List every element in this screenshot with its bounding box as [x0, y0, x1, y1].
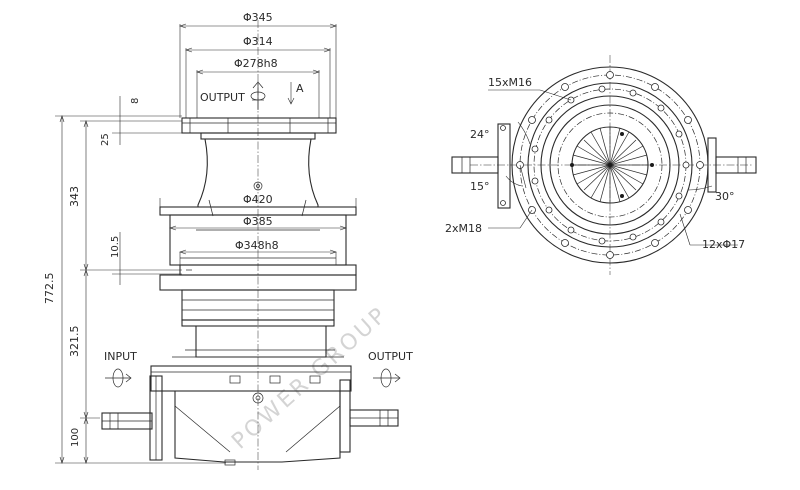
dim-278h8: Φ278h8 — [234, 57, 278, 70]
dim-100: 100 — [70, 428, 81, 447]
cone-left — [197, 138, 208, 207]
top-view: 15xM16 24° 15° 2xM18 30° 12xΦ17 — [445, 55, 757, 275]
angle-24: 24° — [470, 128, 490, 141]
dim-420: Φ420 — [243, 193, 273, 206]
side-view: Φ345 Φ314 Φ278h8 OUTPUT A Φ420 Φ385 Φ348… — [43, 11, 413, 470]
m18-hole-top — [500, 125, 506, 131]
holes-2xm18: 2xM18 — [445, 222, 482, 235]
dim-25: 25 — [100, 133, 111, 146]
dim-314: Φ314 — [243, 35, 273, 48]
left-boss — [497, 123, 511, 209]
top-left-shaft — [451, 156, 499, 174]
output-right-label: OUTPUT — [368, 350, 413, 363]
inner-bolt-holes — [531, 85, 690, 245]
dim-348h8: Φ348h8 — [235, 239, 279, 252]
dim-321-5: 321.5 — [68, 326, 81, 358]
top-right-shaft — [715, 156, 757, 174]
dim-385: Φ385 — [243, 215, 273, 228]
view-a-label: A — [296, 82, 304, 95]
vertical-dimensions — [55, 96, 226, 464]
angle-15: 15° — [470, 180, 490, 193]
input-rotation-icon — [105, 368, 132, 388]
output-rotation-icon-right — [373, 368, 401, 388]
input-label: INPUT — [104, 350, 137, 363]
dim-345: Φ345 — [243, 11, 273, 24]
holes-15xm16: 15xM16 — [488, 76, 532, 89]
dim-343: 343 — [68, 186, 81, 207]
angle-30: 30° — [715, 190, 735, 203]
output-top-label: OUTPUT — [200, 91, 245, 104]
outer-bolt-holes — [516, 71, 704, 259]
output-rotation-icon — [250, 81, 266, 110]
dim-8: 8 — [130, 98, 141, 104]
top-view-leaders — [488, 89, 738, 246]
horizontal-dimensions — [159, 23, 357, 265]
dim-772-5: 772.5 — [43, 273, 56, 305]
input-shaft — [101, 412, 153, 430]
gearbox-top — [150, 365, 352, 392]
cone-right — [308, 138, 319, 207]
holes-12xd17: 12xΦ17 — [702, 238, 745, 251]
top-flange — [181, 117, 337, 134]
dim-10-5: 10.5 — [110, 236, 121, 258]
output-shaft — [349, 409, 399, 427]
m18-hole-bottom — [500, 200, 506, 206]
